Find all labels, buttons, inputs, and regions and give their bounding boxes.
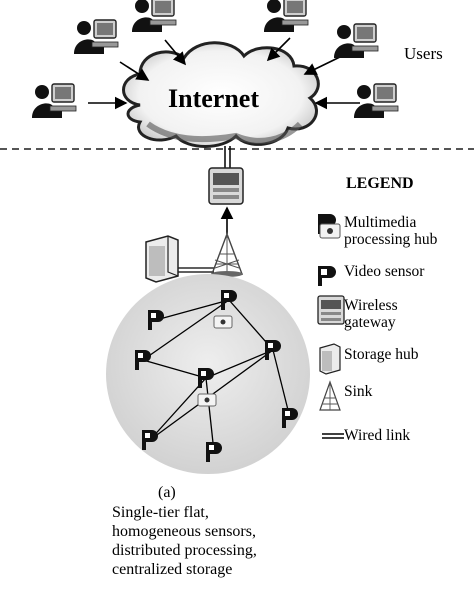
- sensor-link: [272, 349, 291, 419]
- storage-hub: [145, 235, 179, 283]
- users-label: Users: [404, 44, 443, 63]
- video-sensor: [135, 350, 151, 370]
- caption-line: distributed processing,: [112, 542, 257, 559]
- wired-link-legend-icon: [322, 433, 344, 439]
- user-icon: [354, 83, 399, 118]
- multimedia-hub-legend-icon: [318, 214, 341, 239]
- processing-hub: [197, 393, 217, 407]
- wireless-gateway-legend-icon: [317, 295, 345, 325]
- user-icon: [264, 0, 309, 32]
- wireless-gateway: [208, 167, 244, 205]
- sensor-link: [142, 299, 230, 361]
- sensor-link: [142, 359, 207, 379]
- user-arrows: [88, 37, 360, 110]
- wired-link: [224, 146, 231, 168]
- internet-label: Internet: [168, 84, 259, 113]
- legend-label-line: gateway: [344, 314, 396, 331]
- video-sensor: [265, 340, 281, 360]
- legend-label-line: Wireless: [344, 297, 398, 314]
- sensor-link: [205, 349, 274, 379]
- internet-cloud: [122, 41, 320, 148]
- user-icon: [74, 19, 119, 54]
- legend-label-line: Video sensor: [344, 263, 425, 280]
- video-sensor: [198, 368, 214, 388]
- storage-sink-link: [172, 267, 214, 273]
- legend-icons: [317, 214, 345, 439]
- caption-line: Single-tier flat,: [112, 504, 209, 521]
- multimedia-hub: [221, 290, 237, 310]
- legend-label-line: Sink: [344, 383, 373, 400]
- storage-hub-legend-icon: [319, 343, 341, 375]
- sink-tower: [210, 232, 244, 277]
- caption-line: homogeneous sensors,: [112, 523, 256, 540]
- legend-title: LEGEND: [346, 175, 414, 192]
- legend-label-line: Multimedia: [344, 214, 417, 231]
- legend-label-line: processing hub: [344, 231, 438, 248]
- user-icon: [32, 83, 77, 118]
- caption-line: centralized storage: [112, 561, 233, 578]
- video-sensor: [282, 408, 298, 428]
- video-sensor: [142, 430, 158, 450]
- sensor-link: [155, 299, 230, 321]
- sink-legend-icon: [319, 380, 341, 411]
- video-sensor: [148, 310, 164, 330]
- sensor-link: [149, 377, 207, 441]
- legend-label-line: Storage hub: [344, 346, 419, 363]
- video-sensor-legend-icon: [318, 266, 336, 286]
- user-icon: [334, 23, 379, 58]
- processing-hub: [213, 315, 233, 329]
- video-sensor: [206, 442, 222, 462]
- user-icon: [132, 0, 177, 32]
- sensor-link: [205, 377, 215, 453]
- caption-label: (a): [158, 484, 176, 501]
- caption-text: Single-tier flat, homogeneous sensors, d…: [112, 503, 257, 579]
- sensor-links: [142, 299, 291, 453]
- legend-label-line: Wired link: [344, 427, 411, 444]
